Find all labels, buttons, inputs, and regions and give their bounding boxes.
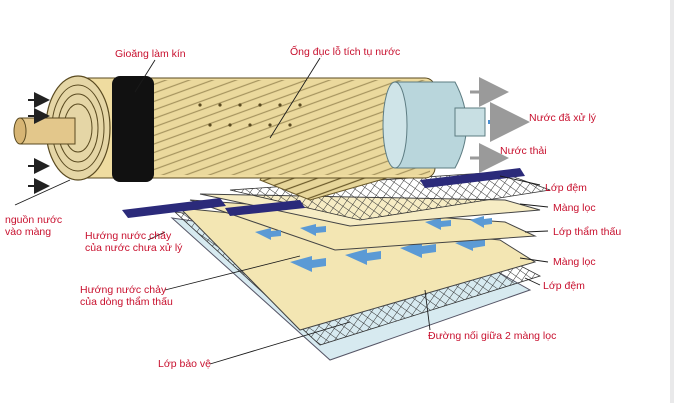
label-feed-line2: vào màng xyxy=(5,226,52,238)
right-edge-strip xyxy=(670,0,674,403)
label-waste-water: Nước thải xyxy=(500,145,547,157)
inlet-pipe xyxy=(19,117,76,145)
seal-band xyxy=(112,76,154,182)
label-untreated-flow-line2: của nước chưa xử lý xyxy=(85,242,183,254)
label-membrane-bottom: Màng lọc xyxy=(553,256,596,268)
outlet-pipe xyxy=(454,107,486,137)
label-treated-water: Nước đã xử lý xyxy=(529,112,597,124)
clamp-bars xyxy=(122,168,525,218)
label-untreated-flow-line1: Hướng nước chảy xyxy=(85,230,172,242)
label-spacer-bottom: Lớp đệm xyxy=(543,280,585,292)
label-membrane-top: Màng lọc xyxy=(553,202,596,214)
label-perforated-tube: Ống đục lỗ tích tụ nước xyxy=(290,46,401,58)
label-permeate-flow-line2: của dòng thẩm thấu xyxy=(80,296,173,308)
label-feed-line1: nguồn nước xyxy=(5,214,63,226)
label-permeate-flow-line1: Hướng nước chảy xyxy=(80,284,167,296)
label-spacer-top: Lớp đệm xyxy=(545,182,587,194)
label-seal: Gioăng làm kín xyxy=(115,48,186,60)
label-permeate-layer: Lớp thẩm thấu xyxy=(553,226,622,238)
leader-lines xyxy=(14,57,549,365)
output-arrows xyxy=(470,77,509,173)
label-protective-layer: Lớp bảo vệ xyxy=(158,358,212,370)
label-glue-line: Đường nối giữa 2 màng lọc xyxy=(428,330,557,342)
feed-arrows xyxy=(28,92,50,194)
